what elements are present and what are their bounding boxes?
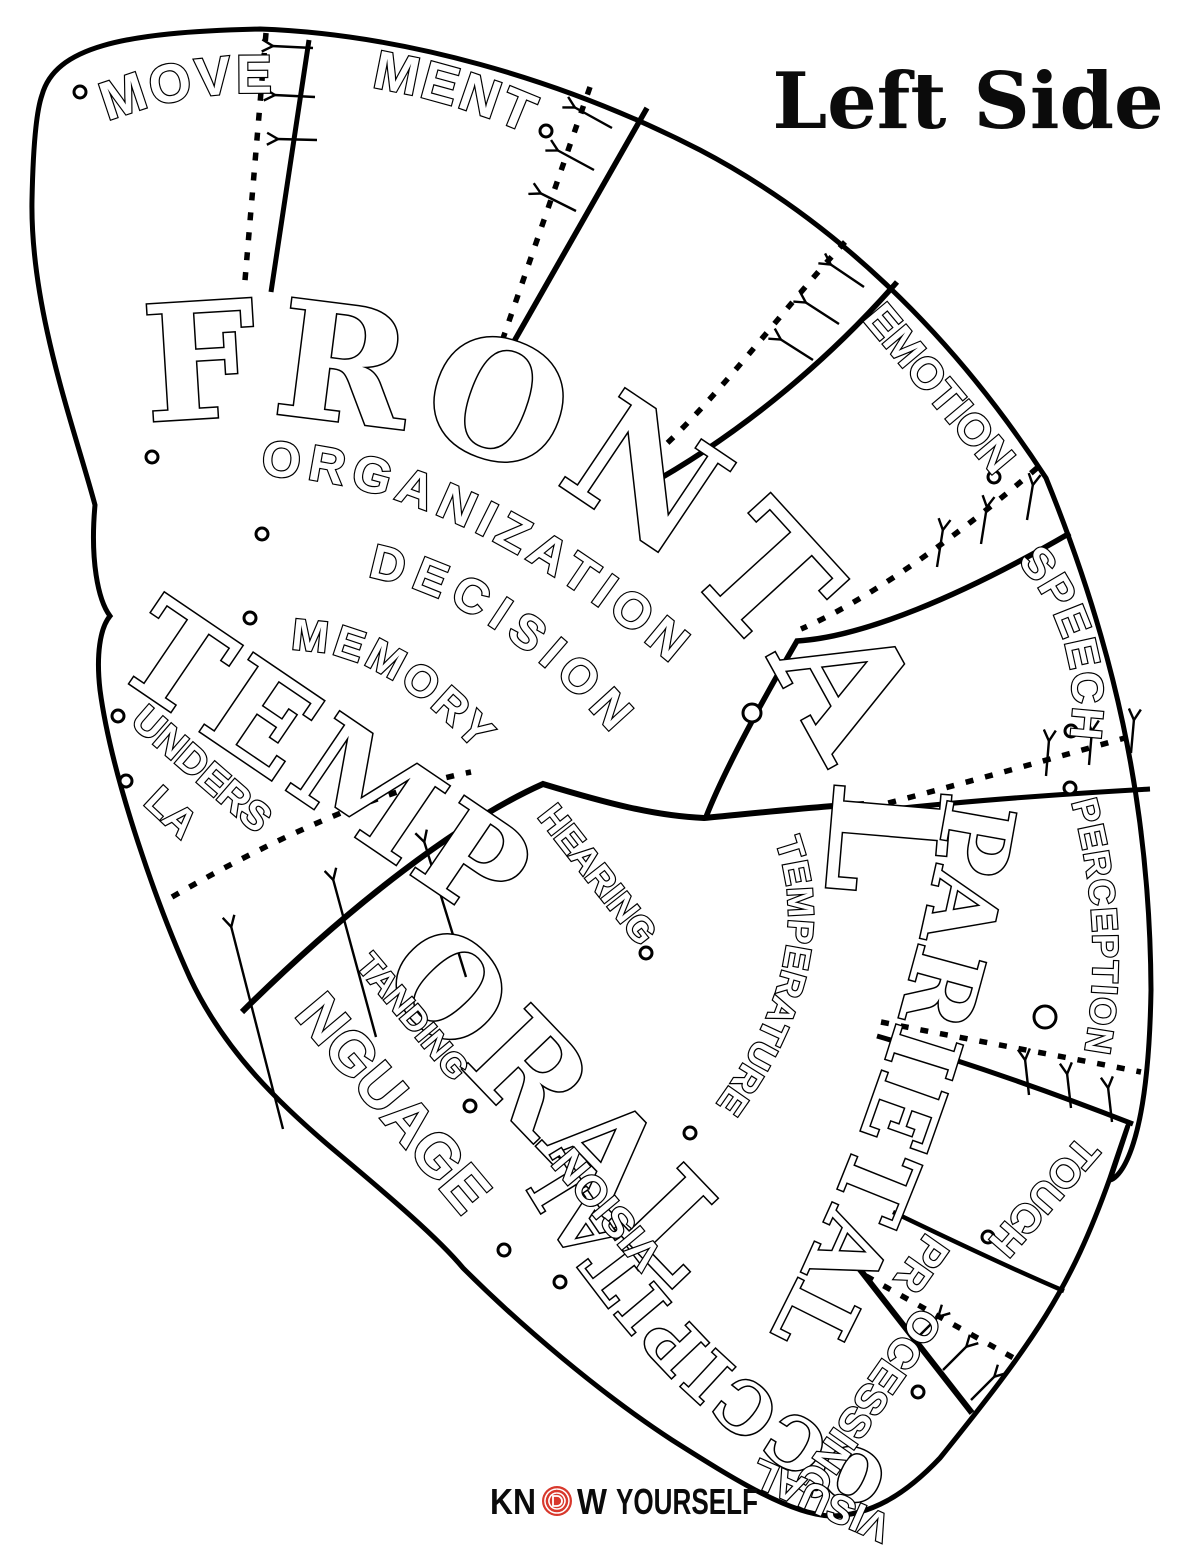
logo-yourself: YOURSELF: [616, 1481, 758, 1522]
color-dots: [72, 84, 1079, 1400]
logo-w: W: [577, 1481, 607, 1522]
page-title: Left Side: [772, 56, 1163, 147]
direction-arrows: [231, 46, 1134, 1401]
label-temperature: TEMPERATURE: [709, 831, 822, 1124]
fingerprint-o-icon: [542, 1486, 572, 1516]
label-perception: PERCEPTION: [1064, 794, 1126, 1059]
sulcus-lines-solid: [239, 39, 1151, 1415]
logo-kn: KN: [490, 1481, 536, 1522]
label-hearing: HEARING: [531, 796, 666, 952]
label-speech: SPEECH: [1010, 537, 1113, 744]
label-emotion: EMOTION: [854, 294, 1024, 483]
sulcus-lines-dashed: [170, 32, 1142, 1364]
label-move: MOVE: [92, 45, 275, 132]
label-ment: MENT: [369, 40, 547, 145]
brain-outline: [29, 26, 1154, 1519]
brand-logo: KN W YOURSELF: [490, 1481, 758, 1522]
label-touch: TOUCH: [981, 1129, 1107, 1265]
